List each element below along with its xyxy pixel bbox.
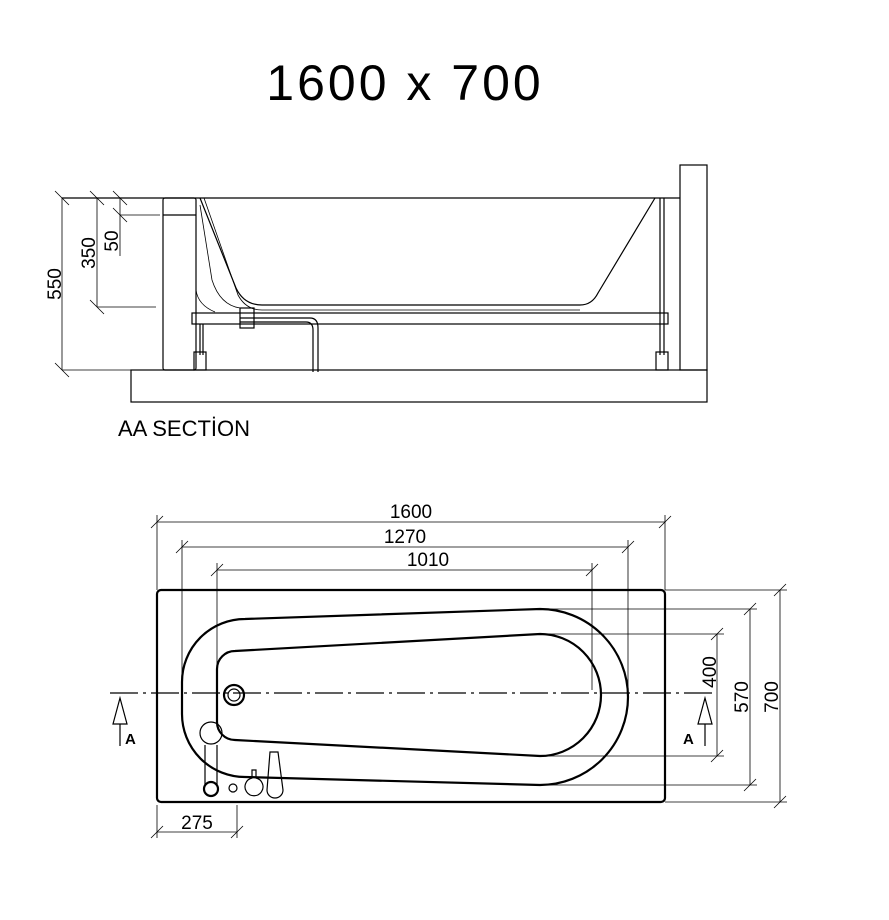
section-view: 550 350 50 AA SECTİON [45, 164, 708, 441]
leg-left [193, 351, 207, 371]
svg-text:275: 275 [181, 813, 213, 834]
svg-text:A: A [683, 731, 694, 748]
dimension-400: 400 [540, 627, 724, 763]
plan-view: 1600 1270 1010 400 570 [110, 502, 787, 839]
svg-text:700: 700 [762, 681, 783, 713]
overflow-icon [199, 721, 223, 745]
mixer-icon [244, 769, 264, 797]
support-frame [191, 312, 669, 325]
section-arrow-left: A [112, 695, 136, 748]
wall-hatch [679, 164, 708, 371]
floor-hatch [130, 369, 708, 403]
dimension-550: 550 [45, 190, 131, 378]
svg-text:570: 570 [732, 681, 753, 713]
svg-text:400: 400 [700, 656, 721, 688]
svg-text:50: 50 [102, 230, 123, 251]
svg-text:1600: 1600 [390, 502, 432, 523]
svg-text:550: 550 [45, 268, 66, 300]
outer-basin [180, 607, 630, 787]
dimension-700: 700 [665, 583, 787, 809]
tap-icon [202, 780, 220, 798]
svg-text:350: 350 [79, 237, 100, 269]
dimension-1270: 1270 [175, 527, 635, 690]
dimension-1600: 1600 [150, 502, 672, 590]
dimension-1010: 1010 [210, 550, 599, 690]
drain-icon [222, 683, 246, 707]
inner-basin [215, 632, 603, 758]
tub-shell [199, 197, 656, 306]
waste-pipe [240, 317, 319, 372]
drawing-title: 1600 x 700 [266, 55, 543, 111]
section-arrow-right: A [683, 695, 713, 748]
handle-icon [266, 751, 284, 799]
dimension-350: 350 [79, 190, 156, 315]
leg-right [655, 351, 669, 371]
dimension-570: 570 [540, 602, 757, 792]
section-caption: AA SECTİON [118, 416, 250, 441]
dimension-50: 50 [102, 190, 160, 256]
tub-outline [155, 588, 667, 804]
svg-text:1010: 1010 [407, 550, 449, 571]
svg-text:1270: 1270 [384, 527, 426, 548]
svg-text:A: A [125, 731, 136, 748]
front-panel [162, 197, 197, 371]
dimension-275: 275 [150, 805, 244, 839]
